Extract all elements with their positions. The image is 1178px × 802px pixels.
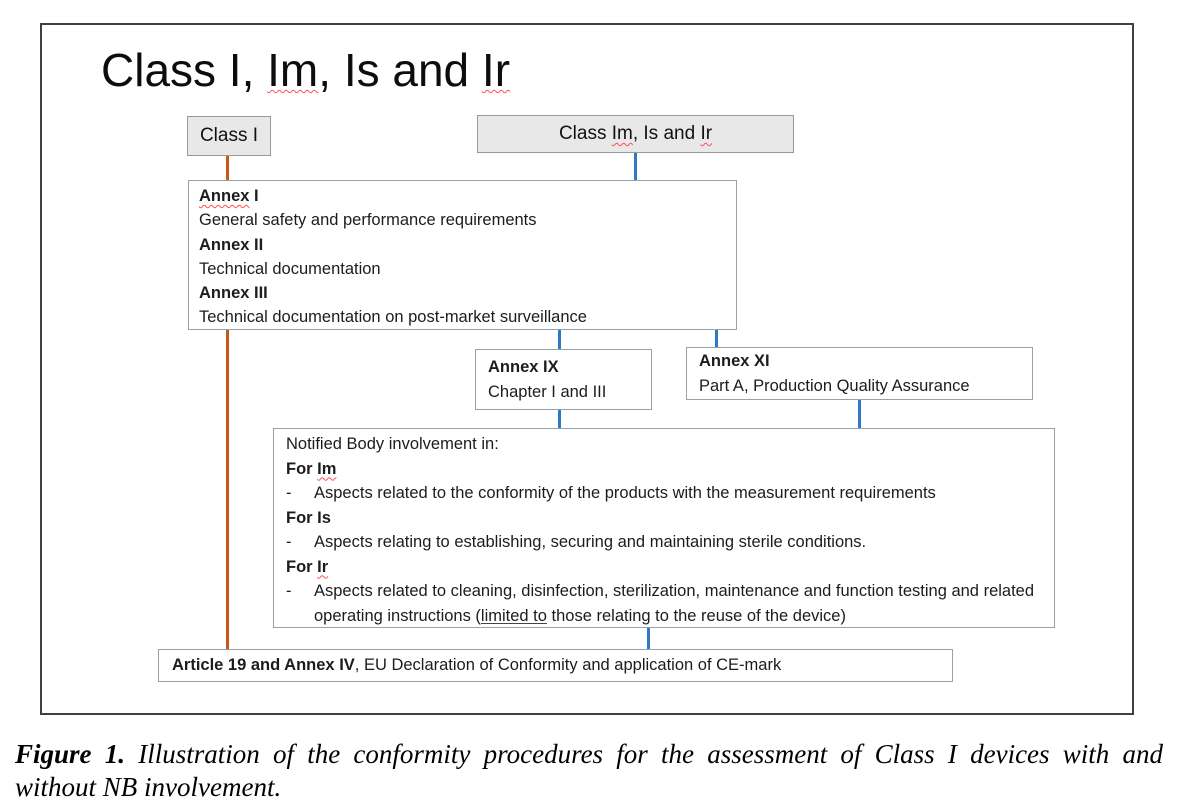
bullet-dash: -: [286, 484, 292, 502]
bullet-dash: -: [286, 533, 292, 551]
figure-caption-line1: Figure 1. Illustration of the conformity…: [15, 738, 1163, 771]
title-segment: , Is and: [318, 44, 482, 96]
connector-classim-to-annexes: [634, 153, 637, 181]
annex-i-heading: Annex I: [199, 184, 726, 208]
nb-for-ir-prefix: For: [286, 557, 318, 576]
node-class-im-label-squiggled: Im: [611, 123, 633, 144]
article-19-rest: , EU Declaration of Conformity and appli…: [354, 656, 782, 674]
node-class-im-label-segment: , Is and: [632, 123, 701, 144]
annex-i-heading-squiggled: Annex: [199, 187, 250, 205]
annex-ix-heading: Annex IX: [488, 358, 559, 376]
nb-for-ir-heading: For Ir: [286, 555, 1042, 580]
nb-for-im-squiggled: Im: [317, 459, 337, 478]
connector-annexes-to-annex-xi: [715, 329, 718, 348]
node-class-im-label-segment: Class: [558, 123, 612, 144]
nb-for-ir-squiggled: Ir: [317, 557, 329, 576]
annex-i-description: General safety and performance requireme…: [199, 211, 537, 230]
nb-for-im-prefix: For: [286, 459, 318, 478]
node-class-im-is-ir: Class Im, Is and Ir: [477, 115, 794, 153]
diagram-title: Class I, Im, Is and Ir: [101, 44, 510, 96]
annex-ix-description: Chapter I and III: [488, 383, 607, 401]
nb-is-bullet-text: Aspects relating to establishing, securi…: [314, 533, 867, 551]
nb-is-bullet: - Aspects relating to establishing, secu…: [286, 530, 1042, 555]
figure-caption-line2: without NB involvement.: [15, 772, 282, 802]
diagram-frame: [40, 23, 1134, 715]
annex-ii-description: Technical documentation: [199, 259, 381, 278]
nb-im-bullet: - Aspects related to the conformity of t…: [286, 481, 1042, 506]
connector-nb-to-article19: [647, 627, 650, 650]
nb-ir-bullet-part: those relating to the reuse of the devic…: [546, 606, 846, 625]
figure-caption-text: Illustration of the conformity procedure…: [138, 739, 1164, 769]
nb-for-im-heading: For Im: [286, 457, 1042, 482]
node-notified-body: Notified Body involvement in: For Im - A…: [273, 428, 1055, 628]
nb-ir-bullet-underlined: limited to: [480, 606, 547, 625]
nb-ir-bullet-text: Aspects related to cleaning, disinfectio…: [314, 579, 1042, 628]
node-article-19: Article 19 and Annex IV, EU Declaration …: [158, 649, 953, 682]
annex-i-heading-rest: I: [249, 187, 259, 205]
annex-xi-heading: Annex XI: [699, 352, 770, 370]
annex-xi-description: Part A, Production Quality Assurance: [699, 377, 970, 395]
nb-for-is-heading: For Is: [286, 508, 331, 527]
nb-ir-bullet-part: Aspects related to cleaning, disinfectio…: [314, 582, 1035, 625]
connector-annex-ix-to-nb: [558, 409, 561, 429]
nb-im-bullet-text: Aspects related to the conformity of the…: [314, 484, 936, 502]
connector-annex-xi-to-nb: [858, 398, 861, 429]
node-class-i-label: Class I: [199, 125, 259, 146]
article-19-bold: Article 19 and Annex IV: [172, 656, 355, 674]
annex-iii-description: Technical documentation on post-market s…: [199, 308, 587, 327]
connector-class-i-to-article19: [226, 155, 229, 650]
nb-intro: Notified Body involvement in:: [286, 435, 499, 453]
figure-caption: Figure 1. Illustration of the conformity…: [15, 738, 1163, 802]
node-annex-xi: Annex XI Part A, Production Quality Assu…: [686, 347, 1033, 400]
node-class-im-label-squiggled: Ir: [700, 123, 713, 144]
bullet-dash: -: [286, 582, 292, 600]
node-annex-ix: Annex IX Chapter I and III: [475, 349, 652, 410]
annex-iii-heading: Annex III: [199, 284, 268, 303]
title-segment: Class I,: [101, 44, 268, 96]
title-segment-squiggled: Ir: [481, 44, 511, 96]
title-segment-squiggled: Im: [267, 44, 319, 96]
nb-ir-bullet: - Aspects related to cleaning, disinfect…: [286, 579, 1042, 628]
figure-caption-label: Figure 1.: [15, 739, 125, 769]
annex-ii-heading: Annex II: [199, 235, 264, 254]
node-annexes-i-ii-iii: Annex I General safety and performance r…: [188, 180, 737, 330]
connector-annexes-to-annex-ix: [558, 330, 561, 350]
node-class-i: Class I: [187, 116, 271, 156]
